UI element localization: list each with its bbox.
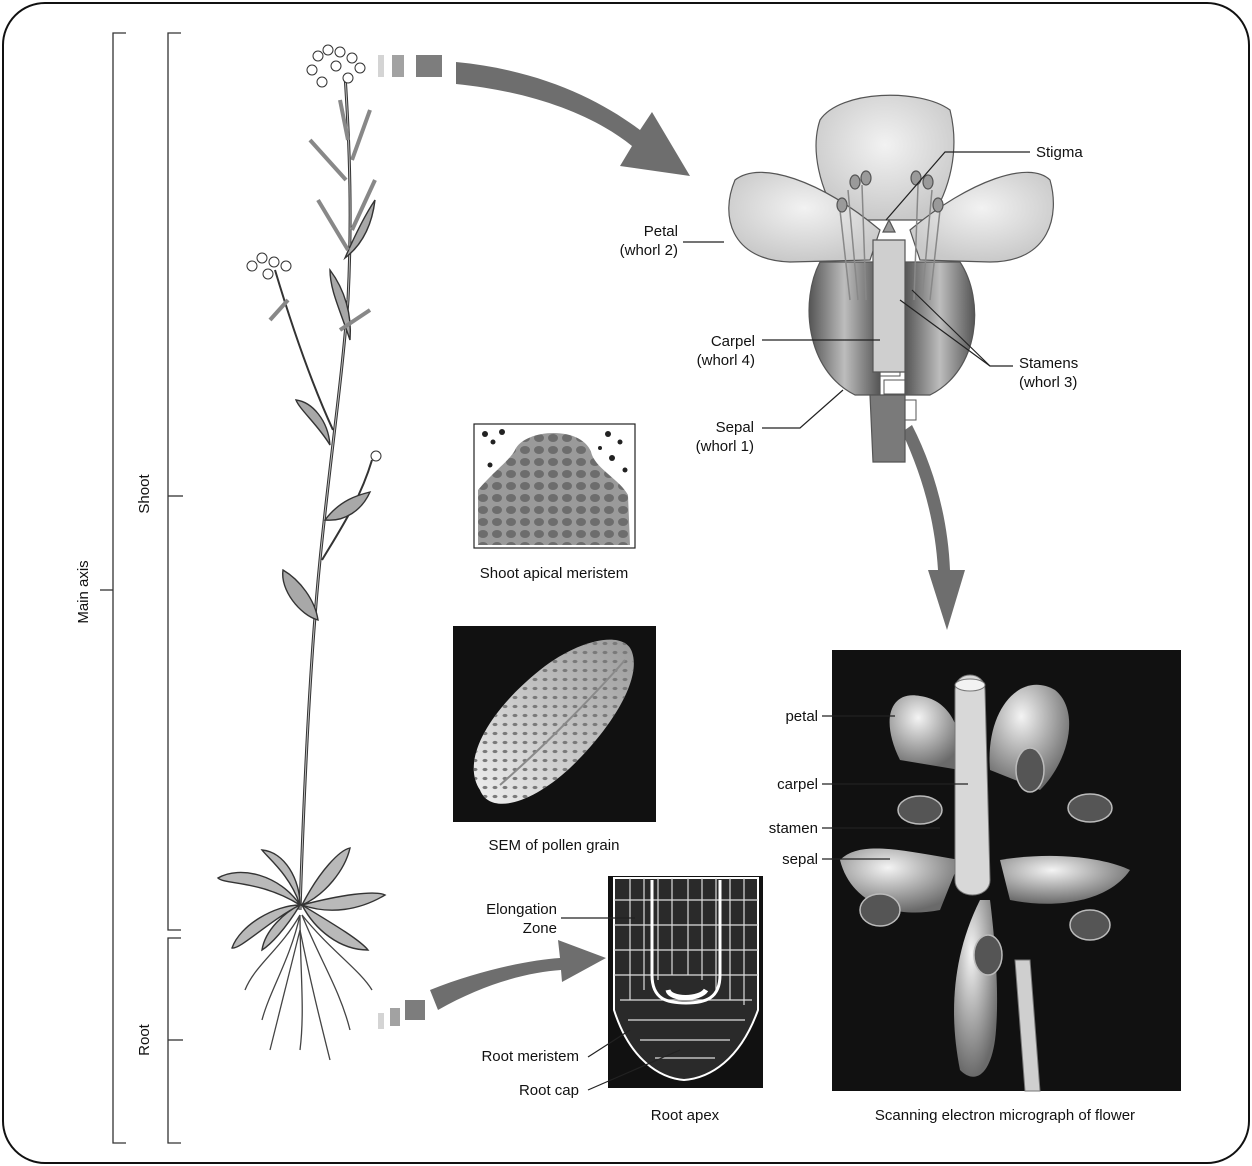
pollen-caption: SEM of pollen grain bbox=[489, 837, 620, 854]
stamens-label-line2: (whorl 3) bbox=[1019, 374, 1077, 391]
flower-sem-caption: Scanning electron micrograph of flower bbox=[875, 1107, 1135, 1124]
shoot-apical-meristem-image bbox=[474, 424, 635, 548]
petal-label-line1: Petal bbox=[644, 223, 678, 240]
root-bracket bbox=[168, 938, 183, 1143]
sepal-label-line1: Sepal bbox=[716, 419, 754, 436]
root-label: Root bbox=[136, 1023, 153, 1056]
carpel-label-line1: Carpel bbox=[711, 333, 755, 350]
arrow-root-to-apex bbox=[378, 940, 606, 1029]
root-cap-label: Root cap bbox=[519, 1082, 579, 1099]
main-axis-label: Main axis bbox=[75, 560, 92, 623]
sem-carpel-label: carpel bbox=[777, 776, 818, 793]
arabidopsis-plant-illustration bbox=[218, 45, 385, 1060]
elongation-zone-label-line2: Zone bbox=[523, 920, 557, 937]
main-axis-bracket bbox=[100, 33, 126, 1143]
sem-stamen-label: stamen bbox=[769, 820, 818, 837]
sem-petal-label: petal bbox=[785, 708, 818, 725]
flower-diagram bbox=[729, 95, 1054, 462]
root-apex-image bbox=[608, 876, 763, 1088]
sepal-label-line2: (whorl 1) bbox=[696, 438, 754, 455]
sem-sepal-label: sepal bbox=[782, 851, 818, 868]
petal-label-line2: (whorl 2) bbox=[620, 242, 678, 259]
stigma-label: Stigma bbox=[1036, 144, 1083, 161]
pollen-grain-sem-image bbox=[453, 626, 656, 822]
carpel-label-line2: (whorl 4) bbox=[697, 352, 755, 369]
stamens-label-line1: Stamens bbox=[1019, 355, 1078, 372]
arrow-inflorescence-to-flower bbox=[378, 55, 690, 176]
root-apex-caption: Root apex bbox=[651, 1107, 720, 1124]
elongation-zone-label-line1: Elongation bbox=[486, 901, 557, 918]
shoot-apical-meristem-caption: Shoot apical meristem bbox=[480, 565, 628, 582]
shoot-bracket bbox=[168, 33, 183, 930]
shoot-label: Shoot bbox=[136, 474, 153, 514]
root-meristem-label: Root meristem bbox=[481, 1048, 579, 1065]
